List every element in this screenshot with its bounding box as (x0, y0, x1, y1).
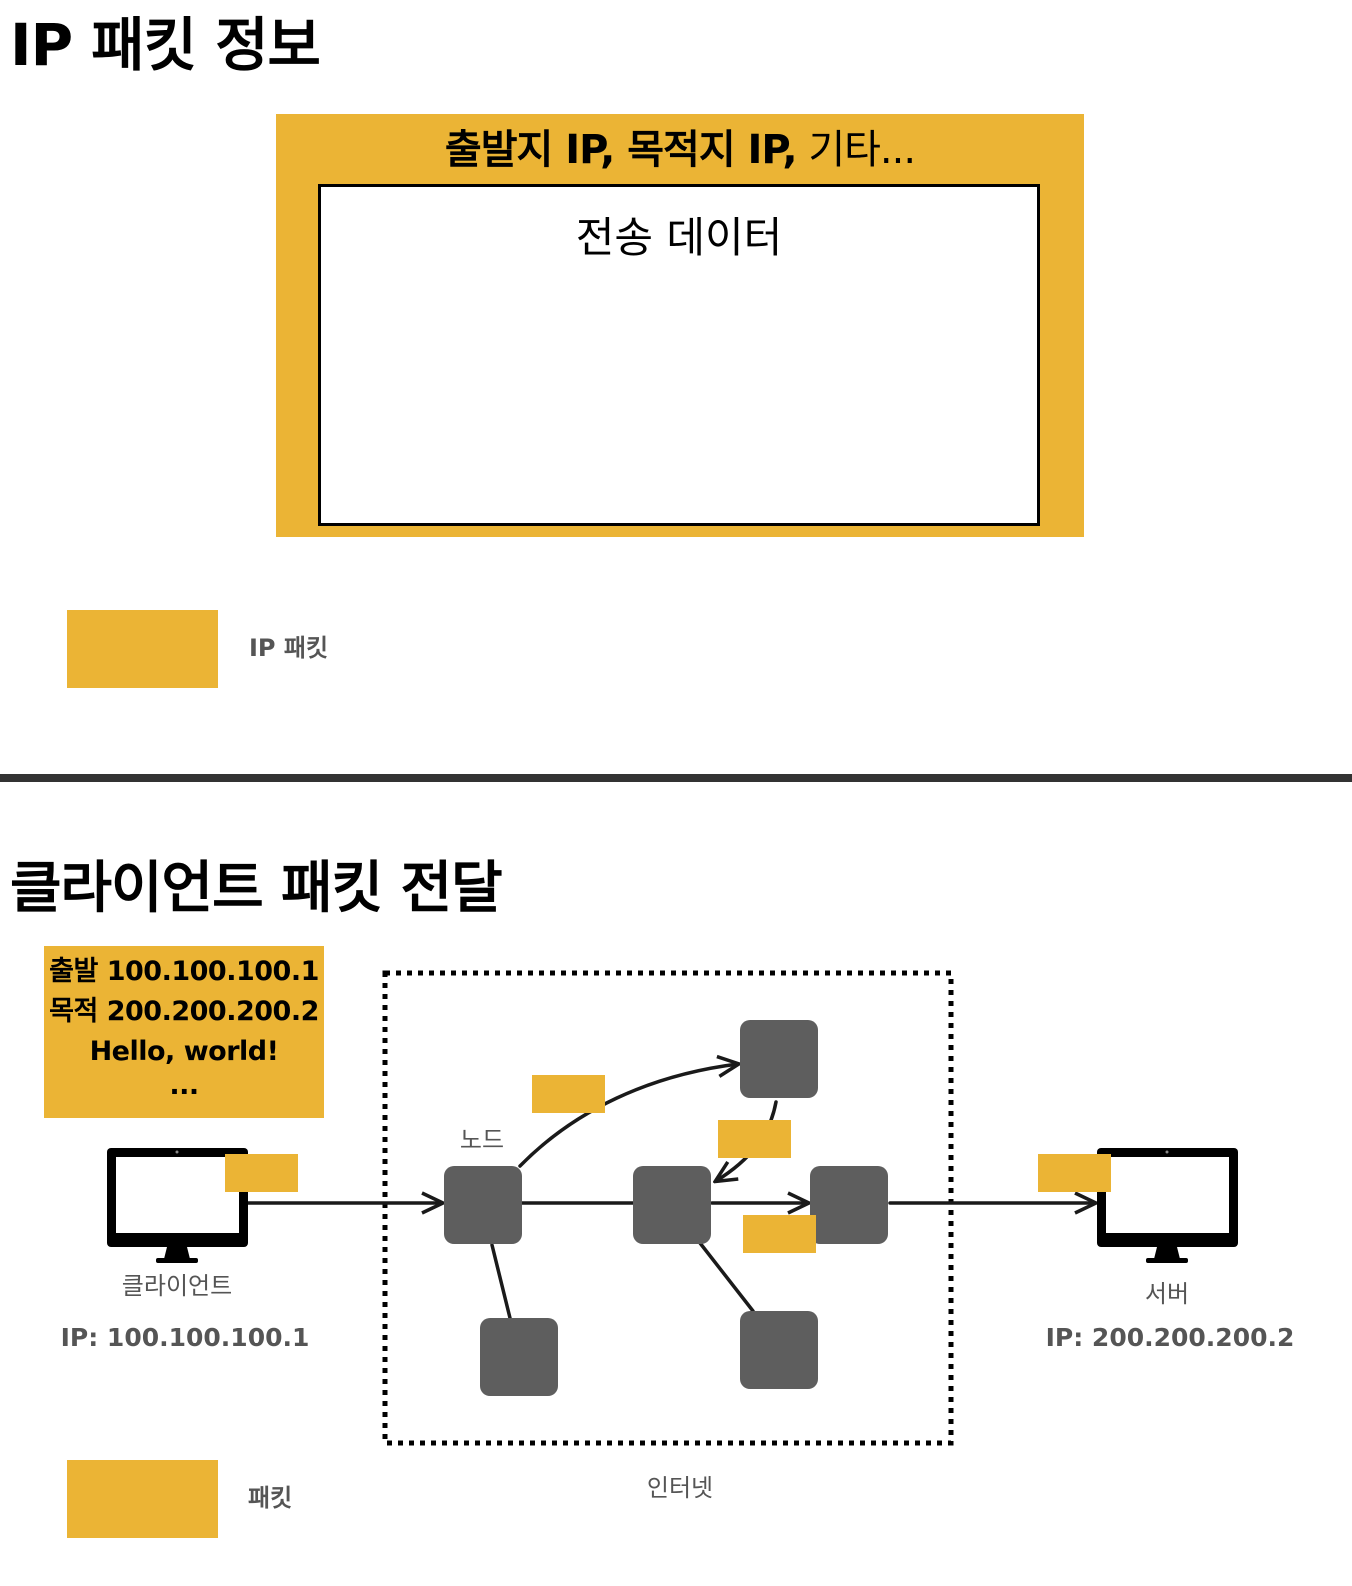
server-ip: IP: 200.200.200.2 (1045, 1323, 1295, 1352)
network-node (480, 1318, 558, 1396)
ip-packet-header-rest: 기타... (796, 127, 916, 173)
network-node (740, 1020, 818, 1098)
packet-destination-line: 목적 200.200.200.2 (49, 996, 319, 1027)
packet-at-server (1038, 1154, 1111, 1192)
packet-in-transit (532, 1075, 605, 1113)
legend-packet-swatch (67, 1460, 218, 1538)
section-title-forwarding: 클라이언트 패킷 전달 (10, 856, 503, 921)
packet-source-line: 출발 100.100.100.1 (49, 956, 319, 987)
link-node1-node2 (518, 1064, 738, 1168)
link-node1-node5 (490, 1243, 512, 1320)
internet-label: 인터넷 (646, 1474, 714, 1502)
internet-boundary (382, 970, 954, 1446)
client-ip: IP: 100.100.100.1 (60, 1323, 310, 1352)
node-label: 노드 (459, 1126, 505, 1154)
legend-ip-packet-label: IP 패킷 (249, 634, 329, 662)
legend-packet-label: 패킷 (248, 1484, 293, 1512)
section-divider (0, 774, 1352, 782)
section-title-ip-packet: IP 패킷 정보 (10, 11, 321, 79)
client-label: 클라이언트 (121, 1272, 233, 1300)
packet-in-transit (743, 1215, 816, 1253)
ip-packet-payload-box (318, 184, 1040, 526)
server-monitor-icon (1097, 1148, 1238, 1263)
server-label: 서버 (1144, 1280, 1190, 1308)
network-node (740, 1311, 818, 1389)
network-node (810, 1166, 888, 1244)
network-node (444, 1166, 522, 1244)
packet-at-client (225, 1154, 298, 1192)
packet-etc-line: ... (169, 1070, 199, 1101)
ip-packet-header: 출발지 IP, 목적지 IP, 기타... (276, 122, 1084, 178)
network-node (633, 1166, 711, 1244)
link-node3-node6 (698, 1241, 755, 1313)
packet-payload-line: Hello, world! (89, 1036, 279, 1067)
legend-ip-packet-swatch (67, 610, 218, 688)
packet-in-transit (718, 1120, 791, 1158)
ip-packet-header-bold: 출발지 IP, 목적지 IP, (444, 127, 798, 173)
ip-packet-payload-label: 전송 데이터 (575, 213, 783, 262)
client-monitor-icon (107, 1148, 248, 1263)
packet-detail-box: 출발 100.100.100.1 목적 200.200.200.2 Hello,… (44, 946, 324, 1118)
